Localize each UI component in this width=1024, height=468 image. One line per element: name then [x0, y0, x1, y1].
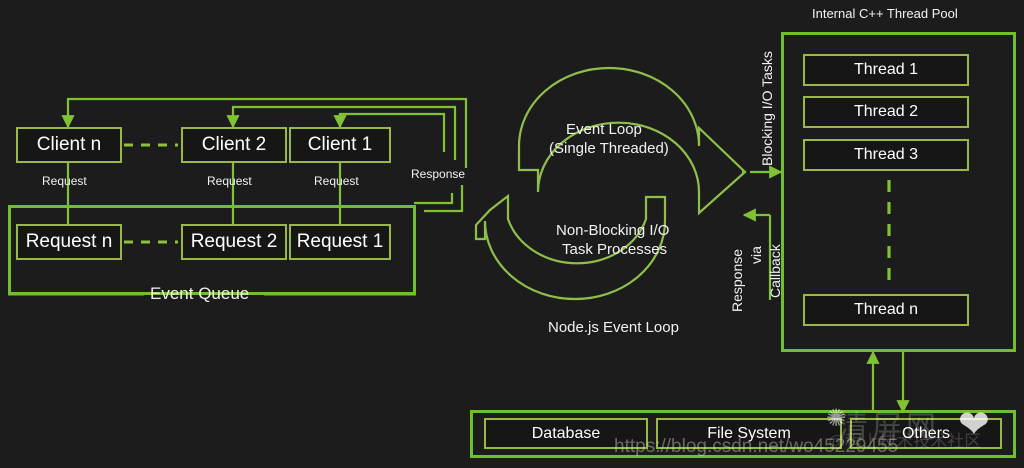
thread-box-1[interactable]: Thread 1: [803, 54, 969, 86]
resource-box-label: File System: [707, 424, 791, 442]
request-box-n[interactable]: Request n: [16, 224, 122, 260]
resources-container: [470, 410, 1016, 458]
request-box-label: Request n: [25, 231, 113, 252]
event-queue-container: [8, 205, 416, 295]
client-box-2[interactable]: Client 2: [181, 127, 287, 163]
response-label: Response: [411, 167, 466, 181]
request-box-2[interactable]: Request 2: [181, 224, 287, 260]
request-label-n: Request: [42, 174, 87, 188]
thread-box-label: Thread n: [853, 301, 919, 318]
resource-box-label: Others: [901, 424, 950, 442]
blocking-io-label: Blocking I/O Tasks: [759, 51, 775, 166]
event-loop-title-line2: (Single Threaded): [549, 140, 669, 157]
request-label-2: Request: [207, 174, 252, 188]
thread-box-n[interactable]: Thread n: [803, 294, 969, 326]
client-box-n[interactable]: Client n: [16, 127, 122, 163]
nonblocking-line1: Non-Blocking I/O: [556, 222, 670, 239]
thread-box-3[interactable]: Thread 3: [803, 139, 969, 171]
client-box-label: Client 2: [201, 134, 267, 155]
thread-box-label: Thread 3: [853, 146, 919, 163]
thread-box-2[interactable]: Thread 2: [803, 96, 969, 128]
thread-pool-container: [781, 32, 1016, 352]
client-box-label: Client n: [36, 134, 102, 155]
resource-box-database[interactable]: Database: [484, 418, 648, 449]
resource-box-file-system[interactable]: File System: [656, 418, 842, 449]
resource-box-others[interactable]: Others: [850, 418, 1002, 449]
nonblocking-line2: Task Processes: [562, 241, 668, 258]
request-box-1[interactable]: Request 1: [289, 224, 391, 260]
thread-box-label: Thread 1: [853, 61, 919, 78]
client-box-label: Client 1: [307, 134, 373, 155]
response-via-callback-response: Response: [729, 248, 745, 312]
client-box-1[interactable]: Client 1: [289, 127, 391, 163]
thread-pool-title: Internal C++ Thread Pool: [812, 6, 958, 21]
response-via-callback-via: via: [748, 246, 764, 264]
event-queue-title: Event Queue: [150, 284, 250, 303]
event-loop-caption: Node.js Event Loop: [548, 319, 679, 336]
event-loop-title-line1: Event Loop: [566, 121, 642, 138]
request-label-1: Request: [314, 174, 359, 188]
thread-box-label: Thread 2: [853, 103, 919, 120]
request-box-label: Request 2: [190, 231, 278, 252]
request-box-label: Request 1: [296, 231, 384, 252]
resource-box-label: Database: [531, 424, 601, 442]
